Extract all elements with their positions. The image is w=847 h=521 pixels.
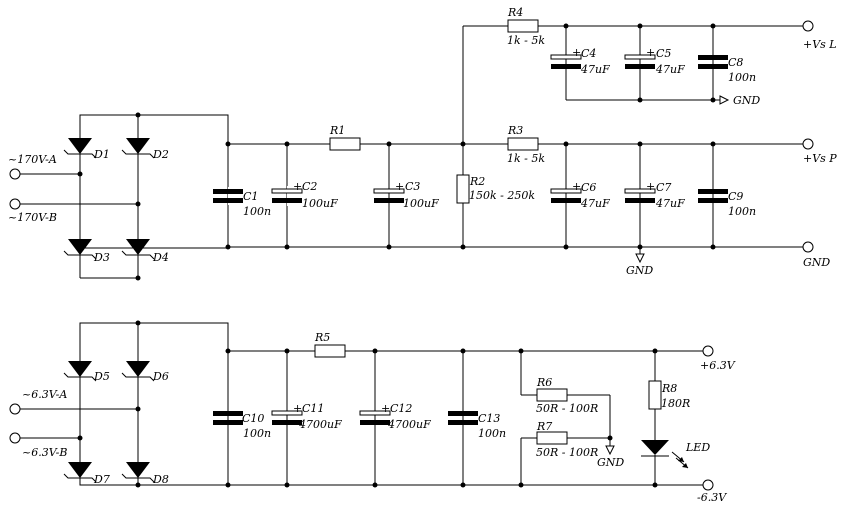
input-label-170v-a: ~170V-A: [8, 153, 57, 166]
resistor-r6: [536, 388, 568, 402]
c12-ref: C12: [390, 402, 412, 415]
r3-value: 1k - 5k: [507, 152, 545, 165]
resistor-r4: [507, 19, 539, 33]
r2-ref: R2: [469, 175, 485, 188]
c3-polarity: +: [395, 180, 404, 193]
c8-value: 100n: [728, 71, 756, 84]
r6-value: 50R - 100R: [536, 402, 598, 415]
c6-polarity: +: [572, 180, 581, 193]
gnd-icon: [605, 445, 615, 456]
output-label-vs-p: +Vs P: [803, 152, 837, 165]
r6-ref: R6: [536, 376, 552, 389]
c1-ref: C1: [243, 190, 258, 203]
terminal-vs-l: [802, 20, 814, 32]
gnd-label-r6: GND: [597, 456, 624, 469]
c5-value: 47uF: [655, 63, 685, 76]
terminal-6v3-a: [9, 403, 21, 415]
gnd-label-c8: GND: [733, 94, 760, 107]
c4-polarity: +: [572, 46, 581, 59]
resistor-r2: [456, 174, 470, 204]
r8-ref: R8: [661, 382, 677, 395]
output-label-gnd: GND: [803, 256, 830, 269]
diode-label-d4: D4: [152, 251, 169, 264]
resistor-r3: [507, 137, 539, 151]
diode-label-d1: D1: [93, 148, 110, 161]
c12-polarity: +: [381, 402, 390, 415]
terminal-170v-b: [9, 198, 21, 210]
output-label-minus-6v3: -6.3V: [697, 491, 727, 504]
c6-ref: C6: [581, 181, 596, 194]
c10-ref: C10: [242, 412, 264, 425]
terminal-plus-6v3: [702, 345, 714, 357]
gnd-icon: [719, 95, 730, 105]
diode-label-d3: D3: [93, 251, 110, 264]
r5-ref: R5: [314, 331, 330, 344]
c7-ref: C7: [656, 181, 671, 194]
c9-ref: C9: [728, 190, 743, 203]
r4-value: 1k - 5k: [507, 34, 545, 47]
c4-value: 47uF: [580, 63, 610, 76]
r4-ref: R4: [507, 6, 523, 19]
r7-ref: R7: [536, 420, 552, 433]
output-label-plus-6v3: +6.3V: [700, 359, 736, 372]
led-diode: [641, 440, 689, 469]
diode-label-d6: D6: [152, 370, 169, 383]
gnd-icon: [635, 253, 645, 264]
c9-value: 100n: [728, 205, 756, 218]
c5-ref: C5: [656, 47, 671, 60]
c13-ref: C13: [478, 412, 500, 425]
c1-value: 100n: [243, 205, 271, 218]
output-label-vs-l: +Vs L: [803, 38, 837, 51]
diode-label-d5: D5: [93, 370, 110, 383]
c2-ref: C2: [302, 180, 317, 193]
c12-value: 4700uF: [387, 418, 431, 431]
c6-value: 47uF: [580, 197, 610, 210]
r1-ref: R1: [329, 124, 345, 137]
c11-ref: C11: [302, 402, 324, 415]
terminal-vs-p: [802, 138, 814, 150]
terminal-minus-6v3: [702, 479, 714, 491]
r8-value: 180R: [661, 397, 690, 410]
c11-value: 4700uF: [298, 418, 342, 431]
c7-polarity: +: [646, 180, 655, 193]
c3-value: 100uF: [403, 197, 439, 210]
junction-dots: [77, 23, 716, 488]
r3-ref: R3: [507, 124, 523, 137]
input-label-6v3-a: ~6.3V-A: [22, 388, 67, 401]
terminal-170v-a: [9, 168, 21, 180]
input-label-6v3-b: ~6.3V-B: [22, 446, 67, 459]
terminal-gnd: [802, 241, 814, 253]
input-label-170v-b: ~170V-B: [8, 211, 57, 224]
c8-ref: C8: [728, 56, 743, 69]
resistor-r1: [329, 137, 361, 151]
resistor-r8: [648, 380, 662, 410]
resistor-r5: [314, 344, 346, 358]
c7-value: 47uF: [655, 197, 685, 210]
led-label: LED: [685, 441, 710, 454]
diode-label-d2: D2: [152, 148, 169, 161]
diode-label-d8: D8: [152, 473, 169, 486]
gnd-label-c7: GND: [626, 264, 653, 277]
r2-value: 150k - 250k: [469, 189, 535, 202]
c13-value: 100n: [478, 427, 506, 440]
diode-label-d7: D7: [93, 473, 110, 486]
terminals: [9, 20, 814, 491]
r7-value: 50R - 100R: [536, 446, 598, 459]
labels: ~170V-A ~170V-B D1 D2 D3 D4 C1 100n C2 1…: [8, 6, 837, 504]
c3-ref: C3: [405, 180, 420, 193]
c2-value: 100uF: [302, 197, 338, 210]
c10-value: 100n: [243, 427, 271, 440]
c4-ref: C4: [581, 47, 596, 60]
c5-polarity: +: [646, 46, 655, 59]
terminal-6v3-b: [9, 432, 21, 444]
resistor-r7: [536, 431, 568, 445]
c2-polarity: +: [293, 180, 302, 193]
c11-polarity: +: [293, 402, 302, 415]
